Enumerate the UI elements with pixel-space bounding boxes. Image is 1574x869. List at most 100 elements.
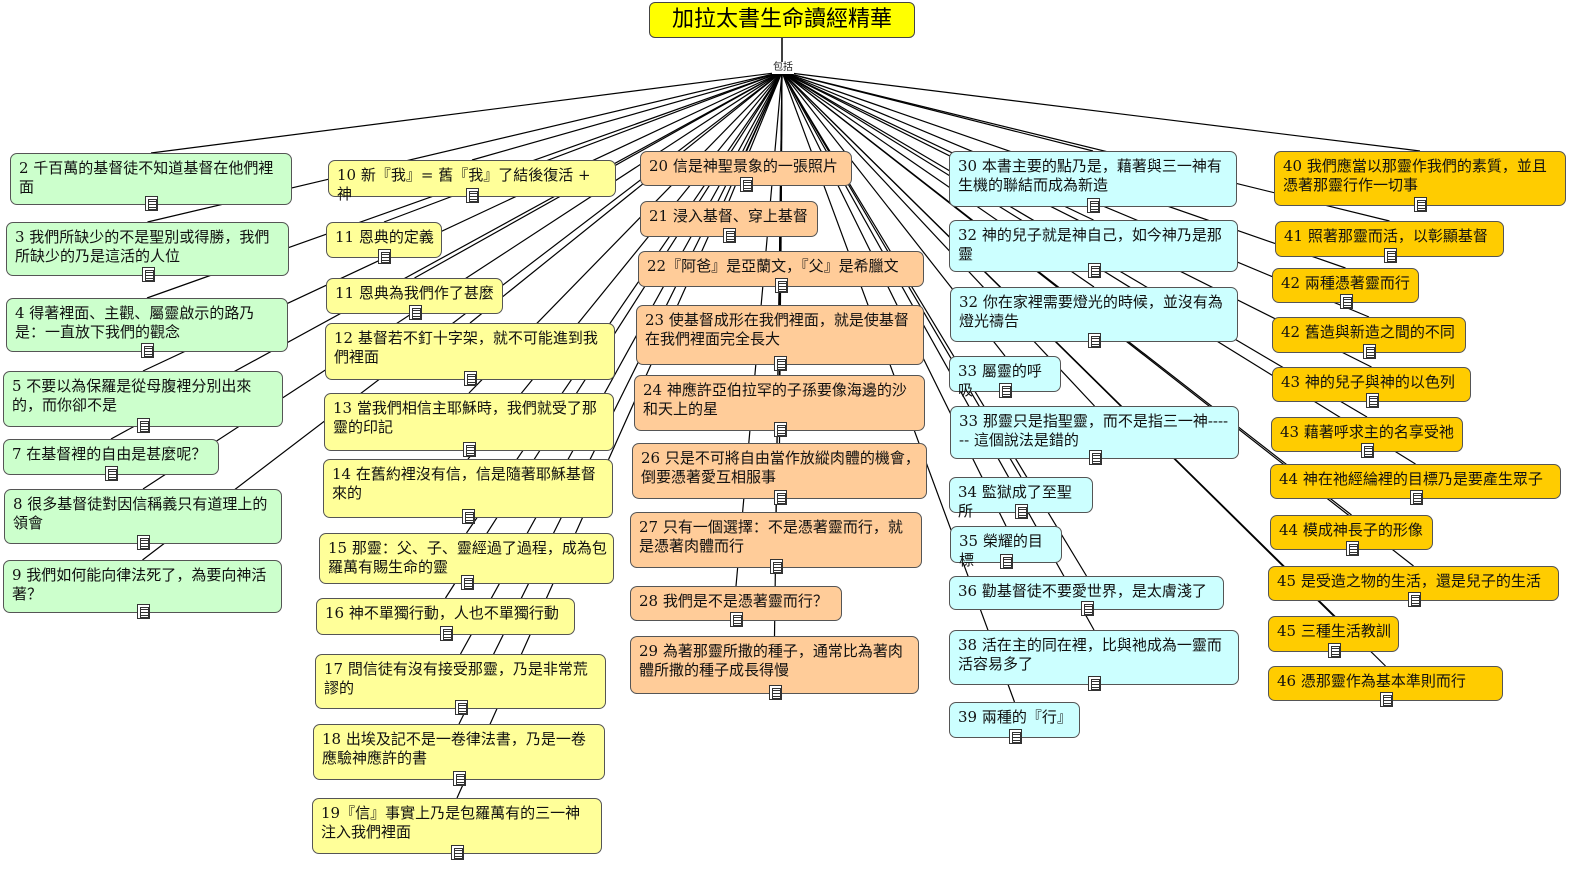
document-icon[interactable] (773, 422, 787, 437)
document-icon[interactable] (768, 685, 782, 700)
document-icon[interactable] (1407, 592, 1421, 607)
document-icon[interactable] (141, 343, 154, 358)
document-icon[interactable] (464, 371, 477, 386)
topic-node[interactable]: 15 那靈：父、子、靈經過了過程，成為包羅萬有賜生命的靈 (319, 533, 614, 590)
topic-node[interactable]: 4 得著裡面、主觀、屬靈啟示的路乃是：一直放下我們的觀念 (6, 298, 288, 358)
document-icon[interactable] (1363, 344, 1376, 359)
topic-node[interactable]: 36 勸基督徒不要愛世界，是太膚淺了 (949, 576, 1224, 616)
document-icon[interactable] (1365, 393, 1379, 408)
document-icon[interactable] (1000, 554, 1013, 569)
document-icon[interactable] (439, 626, 453, 641)
document-icon[interactable] (740, 177, 753, 192)
topic-node[interactable]: 44 神在祂經綸裡的目標乃是要產生眾子 (1270, 464, 1561, 505)
topic-node[interactable]: 43 神的兒子與神的以色列 (1272, 367, 1471, 408)
topic-node[interactable]: 44 模成神長子的形像 (1270, 515, 1433, 556)
topic-node[interactable]: 22『阿爸』是亞蘭文，『父』是希臘文 (638, 251, 924, 293)
topic-node[interactable]: 35 榮耀的目標 (950, 526, 1062, 569)
topic-text: 40 我們應當以那靈作我們的素質，並且憑著那靈行作一切事 (1283, 157, 1547, 194)
document-icon[interactable] (137, 418, 150, 433)
document-icon[interactable] (454, 700, 468, 715)
topic-node[interactable]: 39 兩種的『行』 (949, 702, 1080, 744)
document-icon[interactable] (451, 845, 464, 860)
document-icon[interactable] (1361, 443, 1374, 458)
document-icon[interactable] (136, 604, 150, 619)
document-icon[interactable] (1345, 541, 1359, 556)
topic-node[interactable]: 32 你在家裡需要燈光的時候，並沒有為燈光禱告 (950, 287, 1238, 348)
topic-node[interactable]: 9 我們如何能向律法死了，為要向神活著？ (3, 560, 282, 619)
document-icon[interactable] (1088, 333, 1101, 348)
topic-node[interactable]: 12 基督若不釘十字架，就不可能進到我們裡面 (325, 323, 615, 386)
topic-node[interactable]: 23 使基督成形在我們裡面，就是使基督在我們裡面完全長大 (636, 305, 924, 371)
topic-node[interactable]: 42 兩種憑著靈而行 (1272, 268, 1419, 309)
topic-node[interactable]: 18 出埃及記不是一卷律法書，乃是一卷應驗神應許的書 (313, 724, 605, 786)
topic-node[interactable]: 19『信』事實上乃是包羅萬有的三一神注入我們裡面 (312, 798, 602, 860)
document-icon[interactable] (1339, 294, 1353, 309)
topic-node[interactable]: 7 在基督裡的自由是甚麼呢？ (3, 439, 219, 481)
topic-node[interactable]: 11 恩典的定義 (326, 222, 442, 264)
document-icon[interactable] (773, 490, 787, 505)
document-icon[interactable] (463, 442, 476, 457)
document-icon[interactable] (1327, 643, 1341, 658)
document-icon[interactable] (730, 612, 743, 627)
topic-node[interactable]: 28 我們是不是憑著靈而行？ (630, 586, 842, 627)
document-icon[interactable] (460, 575, 474, 590)
document-icon[interactable] (1087, 198, 1100, 213)
topic-node[interactable]: 41 照著那靈而活，以彰顯基督 (1275, 221, 1504, 263)
root-title[interactable]: 加拉太書生命讀經精華 (649, 2, 915, 38)
document-icon[interactable] (137, 535, 150, 550)
document-icon[interactable] (466, 188, 479, 203)
topic-node[interactable]: 26 只是不可將自由當作放縱肉體的機會，倒要憑著愛互相服事 (632, 443, 927, 505)
topic-node[interactable]: 38 活在主的同在裡，比與祂成為一靈而活容易多了 (949, 630, 1239, 691)
topic-node[interactable]: 33 屬靈的呼吸 (949, 356, 1061, 399)
topic-node[interactable]: 3 我們所缺少的不是聖別或得勝，我們所缺少的乃是這活的人位 (6, 222, 289, 282)
topic-node[interactable]: 17 問信徒有沒有接受那靈，乃是非常荒謬的 (315, 654, 606, 715)
topic-node[interactable]: 45 三種生活教訓 (1268, 616, 1399, 658)
document-icon[interactable] (774, 356, 787, 371)
topic-node[interactable]: 29 為著那靈所撒的種子，通常比為著肉體所撒的種子成長得慢 (630, 636, 919, 700)
topic-text: 34 監獄成了至聖所 (958, 483, 1072, 520)
topic-node[interactable]: 46 憑那靈作為基本準則而行 (1268, 666, 1503, 707)
topic-node[interactable]: 32 神的兒子就是神自己，如今神乃是那靈 (949, 220, 1238, 278)
document-icon[interactable] (1080, 601, 1094, 616)
document-icon[interactable] (1015, 504, 1028, 519)
document-icon[interactable] (1383, 248, 1397, 263)
document-icon[interactable] (145, 196, 158, 211)
topic-node[interactable]: 27 只有一個選擇：不是憑著靈而行，就是憑著肉體而行 (630, 512, 922, 574)
document-icon[interactable] (770, 559, 783, 574)
topic-node[interactable]: 10 新『我』= 舊『我』了結後復活 + 神 (328, 160, 616, 203)
topic-node[interactable]: 42 舊造與新造之間的不同 (1272, 317, 1466, 359)
topic-node[interactable]: 40 我們應當以那靈作我們的素質，並且憑著那靈行作一切事 (1274, 151, 1566, 212)
document-icon[interactable] (775, 278, 788, 293)
topic-node[interactable]: 34 監獄成了至聖所 (949, 477, 1093, 520)
document-icon[interactable] (1088, 676, 1101, 691)
topic-node[interactable]: 2 千百萬的基督徒不知道基督在他們裡面 (10, 153, 292, 211)
document-icon[interactable] (141, 267, 155, 282)
topic-node[interactable]: 16 神不單獨行動，人也不單獨行動 (316, 598, 575, 641)
document-icon[interactable] (462, 509, 475, 524)
document-icon[interactable] (453, 771, 466, 786)
connector-line (150, 71, 783, 154)
document-icon[interactable] (378, 249, 391, 264)
topic-node[interactable]: 8 很多基督徒對因信稱義只有道理上的領會 (4, 489, 282, 550)
topic-node[interactable]: 5 不要以為保羅是從母腹裡分別出來的，而你卻不是 (3, 371, 283, 433)
topic-node[interactable]: 24 神應許亞伯拉罕的子孫要像海邊的沙和天上的星 (634, 375, 925, 437)
document-icon[interactable] (408, 305, 422, 320)
topic-node[interactable]: 20 信是神聖景象的一張照片 (640, 151, 852, 192)
document-icon[interactable] (1379, 692, 1393, 707)
topic-node[interactable]: 45 是受造之物的生活，還是兒子的生活 (1268, 566, 1559, 607)
topic-node[interactable]: 13 當我們相信主耶穌時，我們就受了那靈的印記 (324, 393, 614, 457)
topic-node[interactable]: 43 藉著呼求主的名享受祂 (1271, 417, 1463, 458)
topic-node[interactable]: 11 恩典為我們作了甚麼 (326, 278, 503, 320)
document-icon[interactable] (999, 383, 1012, 398)
document-icon[interactable] (1409, 490, 1423, 505)
document-icon[interactable] (1414, 197, 1427, 212)
document-icon[interactable] (105, 466, 118, 481)
topic-node[interactable]: 33 那靈只是指聖靈，而不是指三一神------ 這個說法是錯的 (950, 406, 1239, 465)
document-icon[interactable] (723, 228, 736, 243)
document-icon[interactable] (1088, 450, 1102, 465)
topic-node[interactable]: 14 在舊約裡沒有信，信是隨著耶穌基督來的 (323, 459, 613, 524)
topic-node[interactable]: 30 本書主要的點乃是，藉著與三一神有生機的聯結而成為新造 (949, 151, 1237, 213)
document-icon[interactable] (1008, 729, 1022, 744)
document-icon[interactable] (1087, 263, 1101, 278)
topic-node[interactable]: 21 浸入基督、穿上基督 (640, 201, 818, 243)
